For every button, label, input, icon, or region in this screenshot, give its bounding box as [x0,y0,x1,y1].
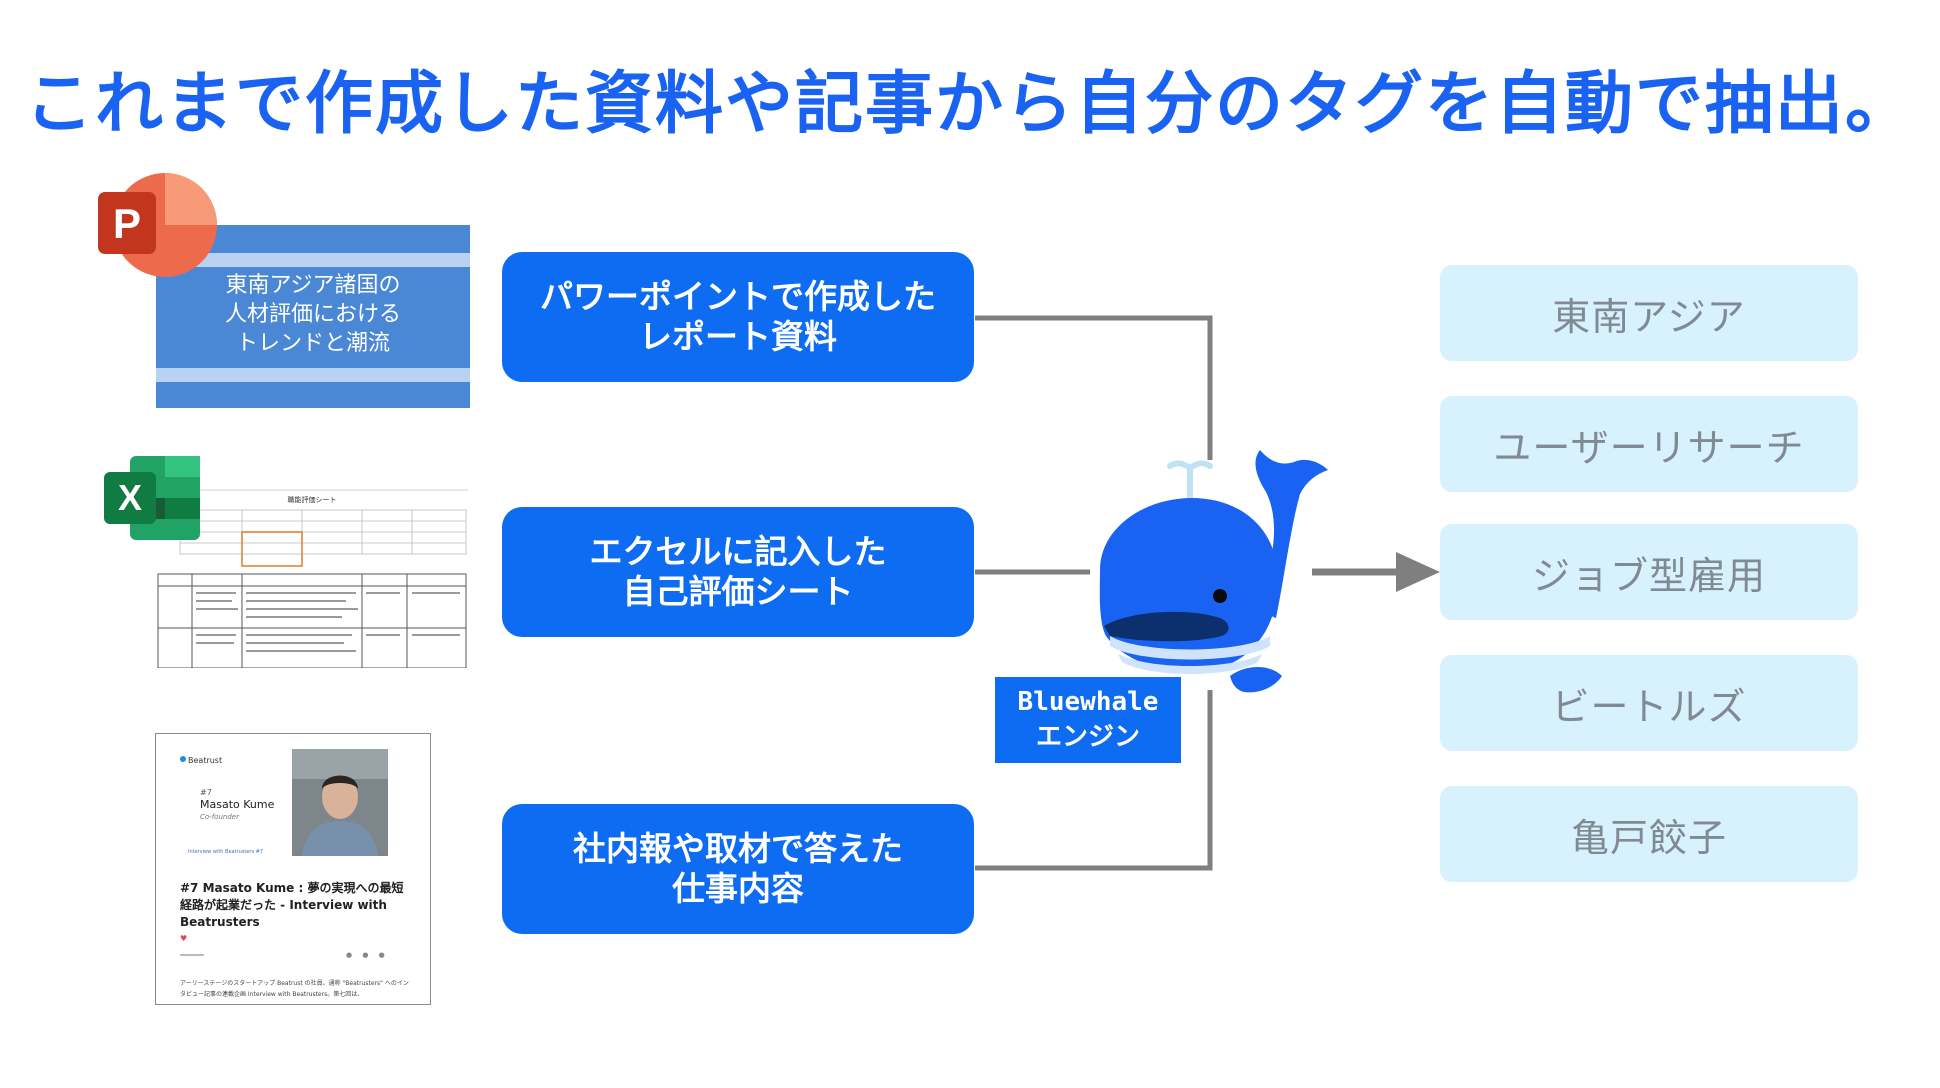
tag-1: ユーザーリサーチ [1440,396,1858,492]
ppt-slide-thumbnail: 東南アジア諸国の 人材評価における トレンドと潮流 [156,225,470,408]
article-series: Interview with Beatrusters #7 [188,849,264,855]
tag-0: 東南アジア [1440,265,1858,361]
ppt-line1: 東南アジア諸国の [225,273,401,298]
ppt-line3: トレンドと潮流 [235,331,390,356]
ppt-line2: 人材評価における [224,302,401,327]
ppt-slide-text: 東南アジア諸国の 人材評価における トレンドと潮流 [156,271,470,358]
author-line [180,954,204,956]
excel-sheet-title: 職能評価シート [288,495,337,504]
brand-logo-icon [180,756,186,762]
ppt-band-top [156,253,470,267]
whale-icon [1099,450,1328,693]
excel-letter: X [118,477,142,518]
output-arrow-head [1396,552,1440,592]
connector-ppt [975,315,1213,460]
tag-4: 亀戸餃子 [1440,786,1858,882]
share-icons: ● ● ● [346,951,389,959]
engine-label: Bluewhale エンジン [995,677,1181,763]
excel-icon: X [104,456,200,540]
source-article-line2: 仕事内容 [672,869,804,908]
article-headline: #7 Masato Kume : 夢の実現への最短経路が起業だった - Inte… [180,881,404,929]
source-article-line1: 社内報や取材で答えた [573,829,903,869]
article-brand: Beatrust [188,756,223,765]
engine-name: Bluewhale [1017,686,1159,717]
engine-subtitle: エンジン [1035,722,1140,752]
tag-2: ジョブ型雇用 [1440,524,1858,620]
article-thumbnail: Beatrust #7 Masato Kume Co-founder Inter… [155,733,431,1005]
article-number: #7 [200,788,212,797]
excel-sheet-thumbnail: 職能評価シート [152,478,468,668]
source-ppt-line2: レポート資料 [639,317,837,356]
heart-icon: ♥ [180,934,188,943]
source-excel-box: エクセルに記入した 自己評価シート [502,507,974,637]
powerpoint-icon: P [98,173,217,277]
source-excel-line2: 自己評価シート [622,572,854,611]
powerpoint-letter: P [113,200,141,247]
page-title: これまで作成した資料や記事から自分のタグを自動で抽出。 [24,65,1915,144]
article-person-name: Masato Kume [200,798,275,811]
connector-article [975,690,1213,871]
source-article-box: 社内報や取材で答えた 仕事内容 [502,804,974,934]
article-person-role: Co-founder [200,813,239,821]
source-excel-line1: エクセルに記入した [589,532,887,572]
source-ppt-line1: パワーポイントで作成した [540,277,936,317]
article-body: アーリーステージのスタートアップ Beatrust の社員、通称 "Beatru… [180,980,409,998]
portrait-photo [292,749,388,856]
tag-3: ビートルズ [1440,655,1858,751]
ppt-band-bottom [156,368,470,382]
source-ppt-box: パワーポイントで作成した レポート資料 [502,252,974,382]
